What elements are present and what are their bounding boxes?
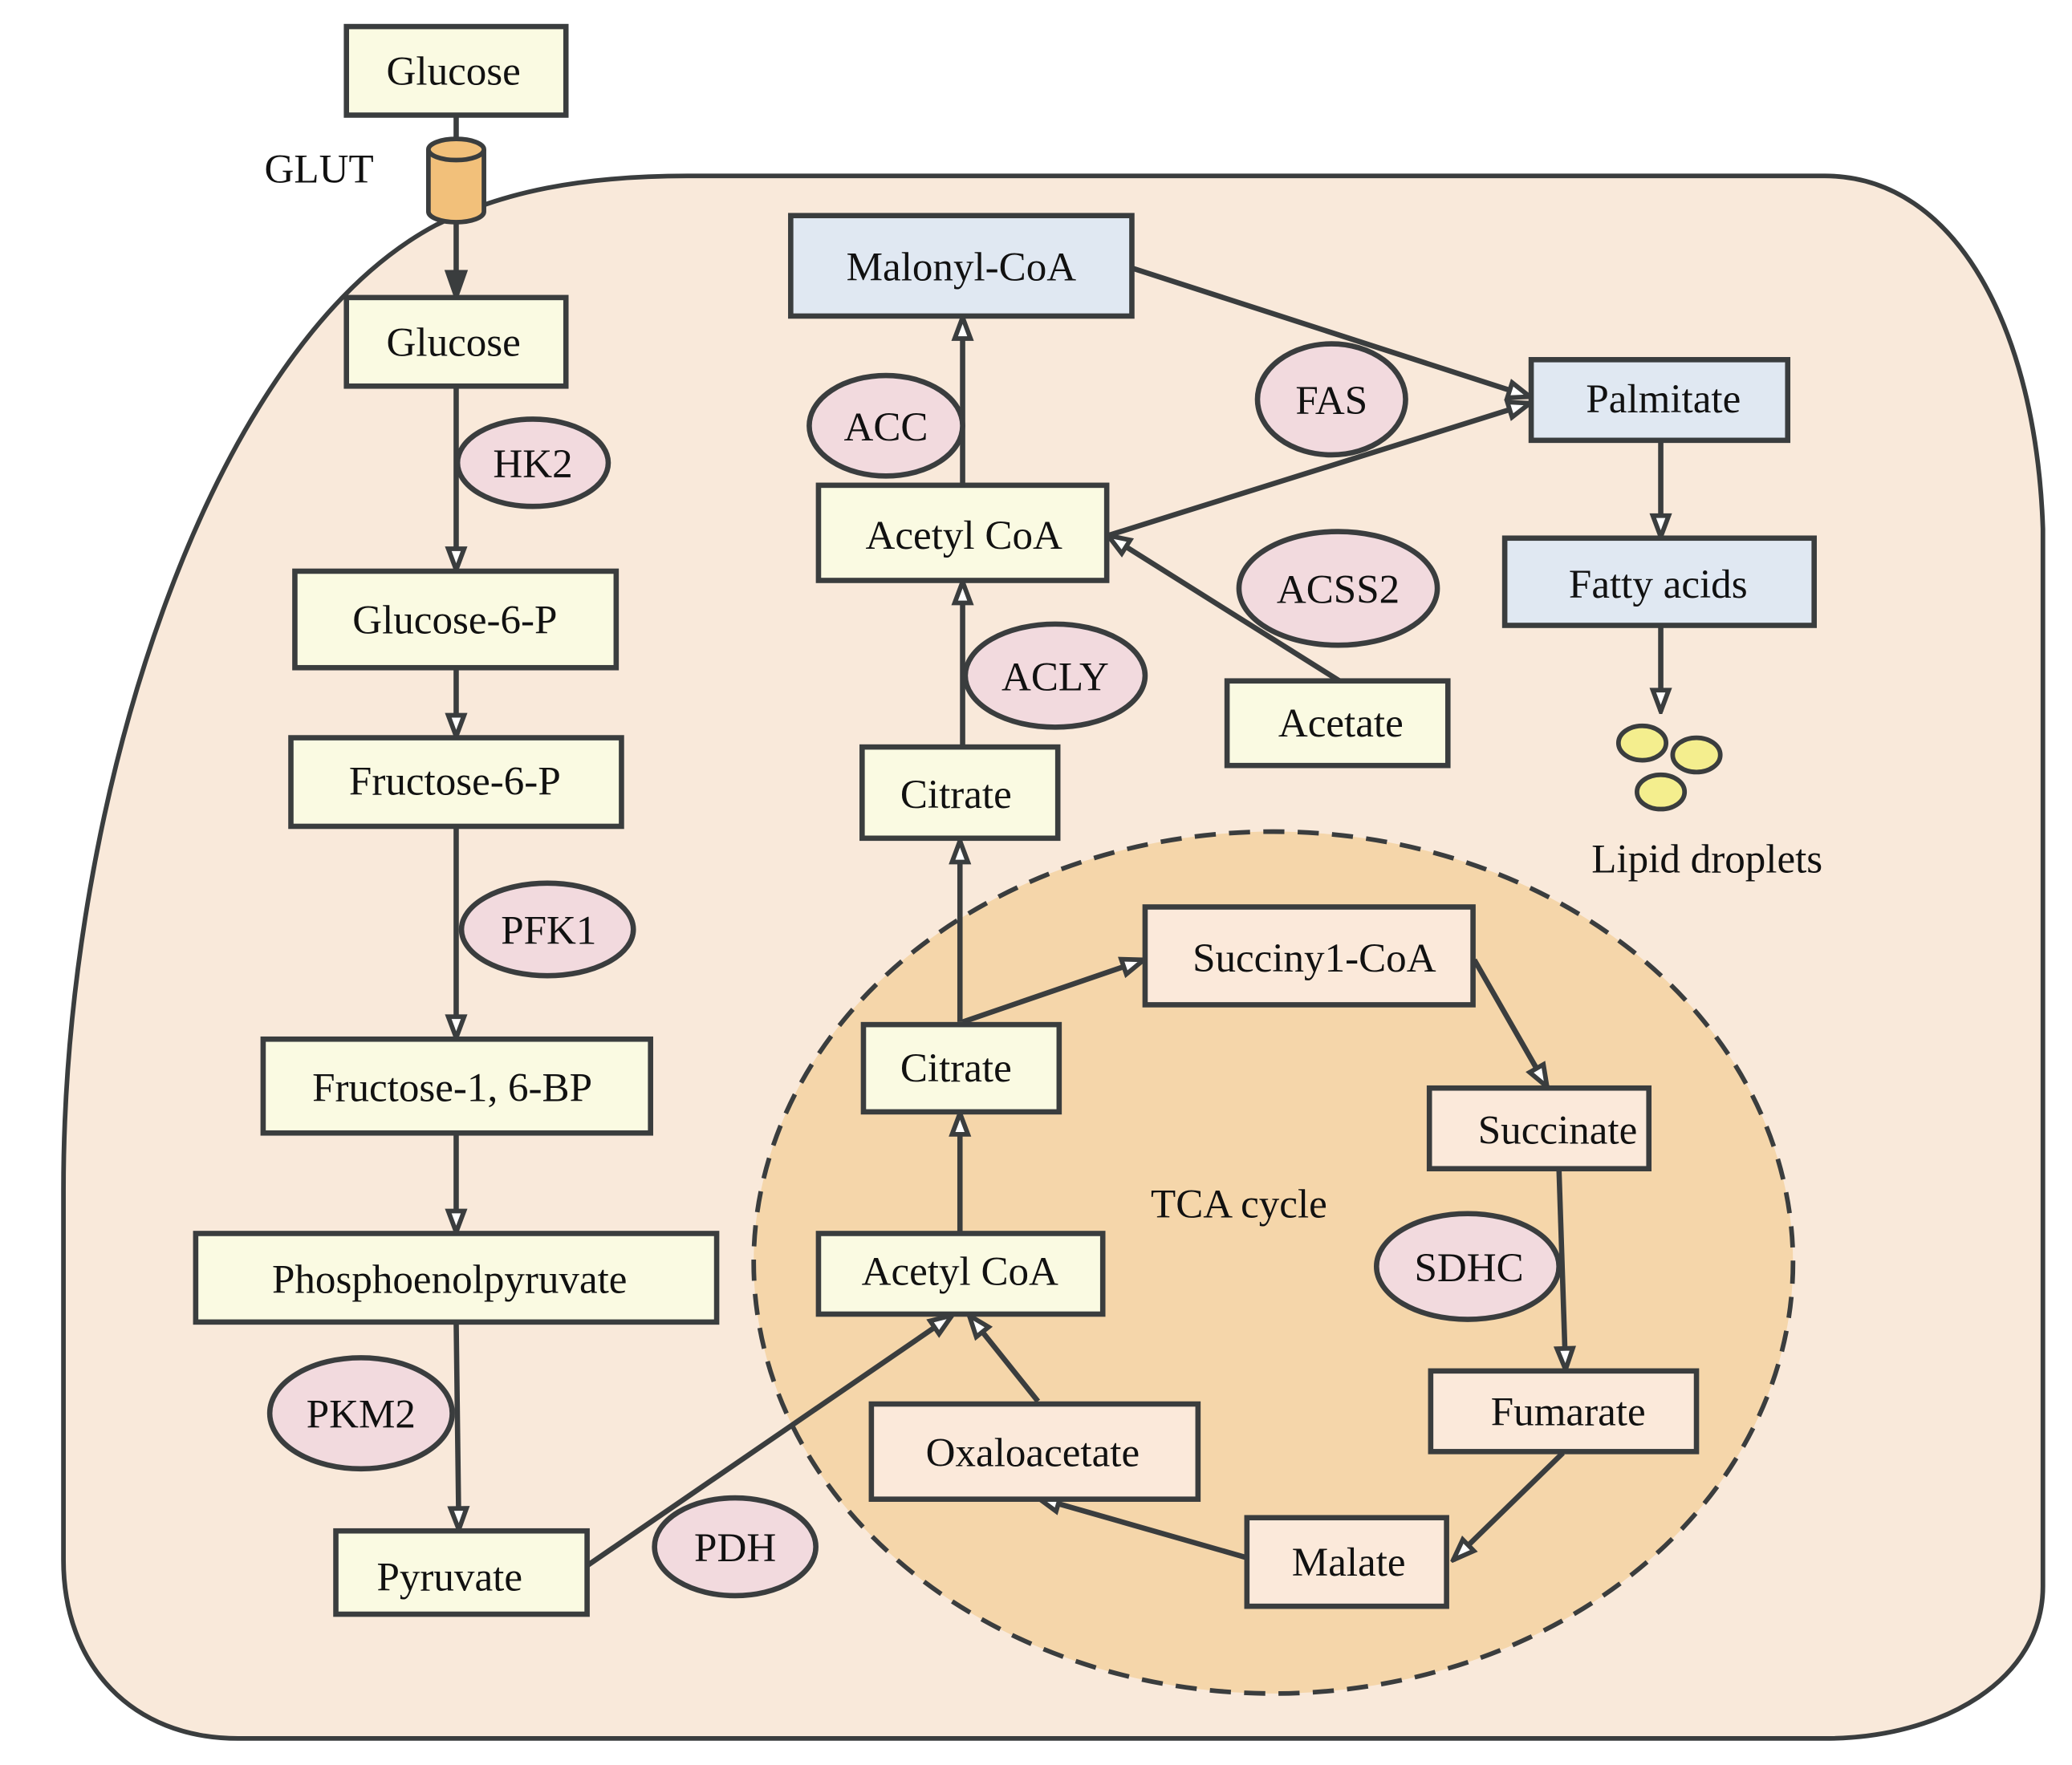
edge-pyruvate-to-acetylcoa [584,1316,952,1569]
svg-text:SDHC: SDHC [1415,1245,1524,1291]
enzyme-acc: ACC [806,372,965,479]
svg-text:ACC: ACC [843,404,928,450]
svg-text:Malate: Malate [1292,1540,1406,1585]
svg-text:Malonyl-CoA: Malonyl-CoA [847,244,1077,290]
svg-text:Succinate: Succinate [1478,1107,1637,1153]
svg-text:Fatty acids: Fatty acids [1569,562,1748,607]
edge-malate-to-oxaloacetate [1038,1498,1247,1560]
svg-text:Palmitate: Palmitate [1586,376,1741,422]
node-citrate-mito: Citrate [860,1021,1062,1115]
svg-text:Phosphoenolpyruvate: Phosphoenolpyruvate [272,1257,627,1303]
svg-text:Pyruvate: Pyruvate [376,1554,522,1600]
node-fatty-acids: Fatty acids [1501,535,1817,628]
node-oxaloacetate: Oxaloacetate [868,1401,1201,1502]
node-malonyl-coa: Malonyl-CoA [788,213,1135,319]
lipid-droplets-icon [1615,723,1723,812]
edge-malonylcoa-to-palmitate [1132,266,1530,397]
node-acetyl-coa-cytosol: Acetyl CoA [815,482,1110,583]
enzyme-acly: ACLY [962,621,1148,730]
node-citrate-cytosol: Citrate [859,744,1061,842]
enzyme-fas: FAS [1254,341,1408,458]
tca-cycle-label: TCA cycle [1151,1182,1327,1227]
enzyme-hk2: HK2 [454,416,611,509]
svg-text:FAS: FAS [1295,378,1367,424]
edge-oxaloacetate-to-acetylcoa [969,1316,1041,1403]
edge-acetate-to-acetylcoa [1108,535,1341,684]
node-malate: Malate [1244,1515,1449,1609]
svg-text:Citrate: Citrate [900,1045,1012,1091]
node-palmitate: Palmitate [1528,357,1791,444]
node-acetate: Acetate [1224,678,1451,769]
svg-text:PKM2: PKM2 [307,1392,416,1438]
edge-succinylcoa-to-succinate [1472,958,1547,1086]
svg-text:Glucose: Glucose [387,49,521,95]
svg-text:Citrate: Citrate [900,772,1012,818]
node-glucose-6-p: Glucose-6-P [292,568,620,671]
glut-transporter-icon [425,136,486,225]
enzyme-pfk1: PFK1 [458,880,636,979]
edge-citrate-to-succinylcoa [961,960,1144,1025]
node-phosphoenolpyruvate: Phosphoenolpyruvate [193,1231,720,1325]
node-succinate: Succinate [1426,1085,1652,1172]
svg-text:Fructose-1, 6-BP: Fructose-1, 6-BP [312,1065,592,1111]
node-glucose: Glucose [343,294,569,389]
svg-text:Glucose-6-P: Glucose-6-P [352,597,557,643]
node-fumarate: Fumarate [1428,1368,1700,1455]
edge-acetylcoa-to-palmitate [1107,404,1530,538]
enzyme-pkm2: PKM2 [266,1355,455,1472]
svg-text:Acetate: Acetate [1278,700,1404,746]
svg-text:ACSS2: ACSS2 [1277,567,1400,613]
node-pyruvate: Pyruvate [333,1528,590,1617]
node-acetyl-coa-mito: Acetyl CoA [815,1231,1106,1317]
svg-text:PFK1: PFK1 [501,908,596,954]
node-extracellular-glucose: Glucose [343,23,569,118]
svg-text:Glucose: Glucose [387,319,521,365]
glut-label: GLUT [265,147,374,193]
svg-text:Fumarate: Fumarate [1491,1389,1646,1434]
lipid-droplets-label: Lipid droplets [1591,837,1822,882]
edge-fumarate-to-malate [1453,1451,1565,1560]
edge-pep-to-pyruvate [456,1321,458,1530]
node-succinyl-coa: Succiny1-CoA [1142,904,1476,1008]
svg-text:ACLY: ACLY [1001,654,1109,700]
svg-text:Succiny1-CoA: Succiny1-CoA [1192,935,1436,981]
svg-text:Fructose-6-P: Fructose-6-P [349,758,561,804]
svg-text:Acetyl CoA: Acetyl CoA [862,1249,1058,1295]
node-fructose-1-6-bp: Fructose-1, 6-BP [260,1036,653,1136]
enzyme-sdhc: SDHC [1373,1211,1562,1322]
node-fructose-6-p: Fructose-6-P [288,735,624,830]
svg-text:HK2: HK2 [493,441,572,487]
enzyme-pdh: PDH [652,1495,819,1599]
svg-text:PDH: PDH [694,1525,776,1571]
edge-succinate-to-fumarate [1559,1168,1566,1369]
svg-text:Acetyl CoA: Acetyl CoA [866,513,1062,558]
enzyme-acss2: ACSS2 [1236,529,1440,648]
svg-text:Oxaloacetate: Oxaloacetate [926,1430,1140,1475]
